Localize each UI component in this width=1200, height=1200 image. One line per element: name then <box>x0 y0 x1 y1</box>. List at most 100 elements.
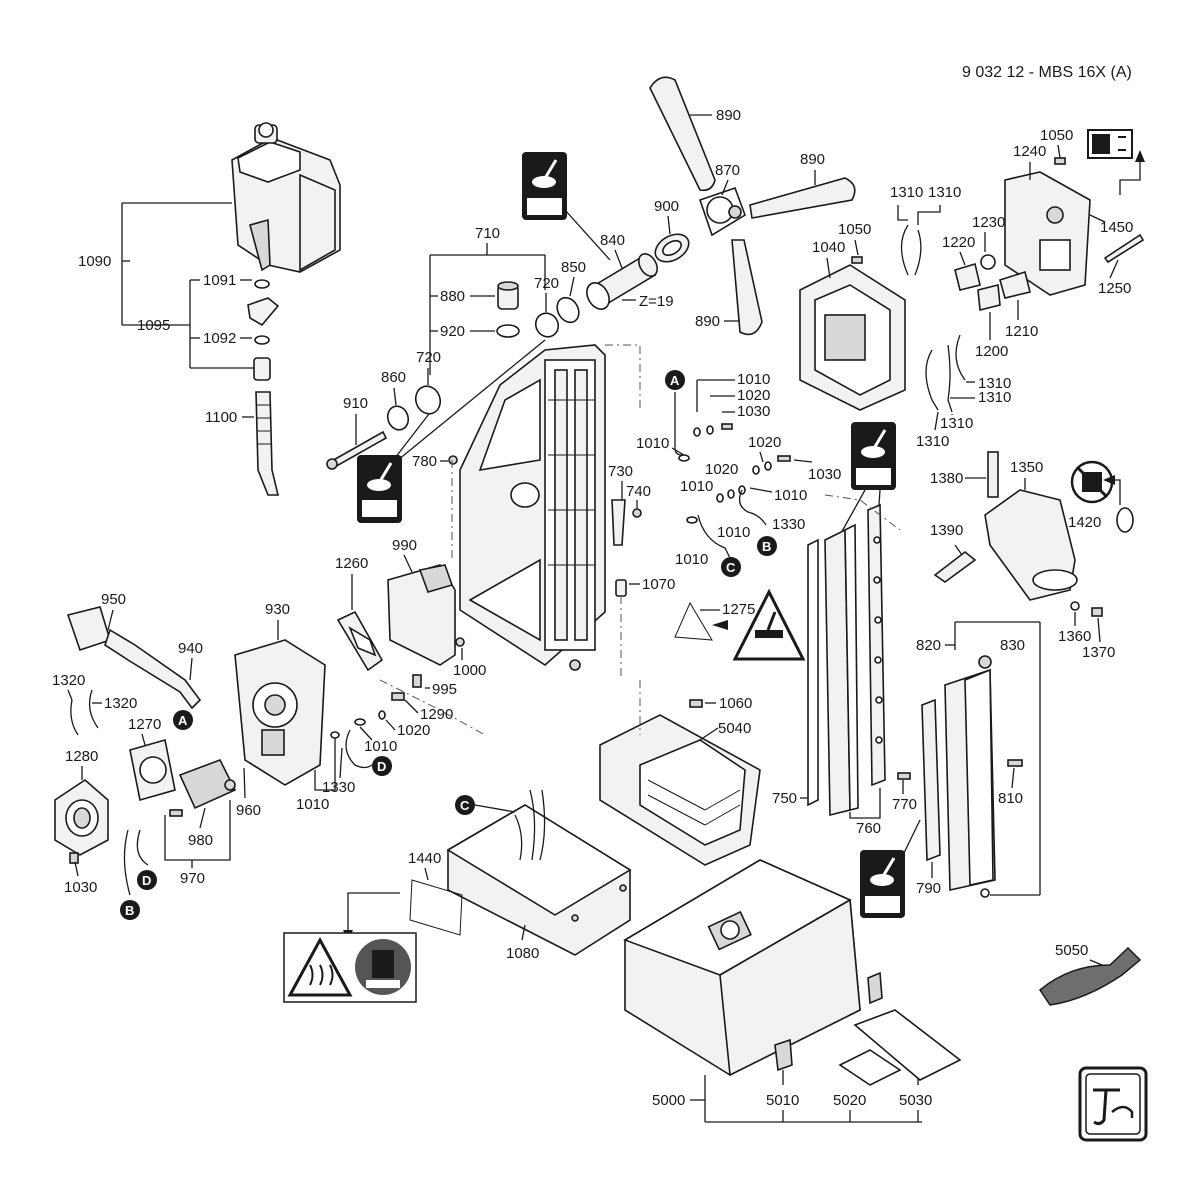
callout-990: 990 <box>392 537 417 554</box>
fein-logo-icon <box>1078 1066 1148 1142</box>
callout-1100: 1100 <box>205 409 237 426</box>
grease-icon <box>860 850 905 918</box>
callout-1095: 1095 <box>137 317 170 334</box>
callout-1210: 1210 <box>1005 323 1038 340</box>
bracket-1260 <box>336 610 384 672</box>
callout-1010-c: 1010 <box>680 478 713 495</box>
gear-900 <box>654 233 690 263</box>
callout-1310-b: 1310 <box>928 184 961 201</box>
switch-plate <box>1004 171 1091 296</box>
grease-icon <box>522 152 567 220</box>
callout-870: 870 <box>715 162 740 179</box>
callout-5020: 5020 <box>833 1092 866 1109</box>
callout-1092: 1092 <box>203 330 236 347</box>
callout-1380: 1380 <box>930 470 963 487</box>
handle-right <box>749 177 856 219</box>
marker-a-label: A <box>178 713 188 728</box>
carriage-830 <box>944 655 996 891</box>
callout-830: 830 <box>1000 637 1025 654</box>
callout-1310-e: 1310 <box>940 415 973 432</box>
marker-b <box>757 536 777 556</box>
coolant-tank <box>231 122 341 273</box>
rail-760-right <box>867 503 886 787</box>
callout-810: 810 <box>998 790 1023 807</box>
callout-1010-d: 1010 <box>774 487 807 504</box>
callout-1030-a: 1030 <box>737 403 770 420</box>
callout-1310-a: 1310 <box>890 184 923 201</box>
marker-b-label: B <box>125 903 134 918</box>
strap-5050 <box>1039 946 1142 1006</box>
marker-c-label: C <box>726 560 736 575</box>
circuit-board-990 <box>387 564 456 666</box>
callout-1240: 1240 <box>1013 143 1046 160</box>
callout-1080: 1080 <box>506 945 539 962</box>
switch-symbol-icon <box>1087 129 1133 159</box>
callout-1020-c: 1020 <box>748 434 781 451</box>
callout-930: 930 <box>265 601 290 618</box>
callout-1090: 1090 <box>78 253 111 270</box>
callout-5030: 5030 <box>899 1092 932 1109</box>
callout-1440: 1440 <box>408 850 441 867</box>
power-cable <box>66 606 202 710</box>
grease-icon <box>851 422 896 490</box>
rail-750 <box>807 538 819 807</box>
callout-1010-g: 1010 <box>296 796 329 813</box>
gasket-1270 <box>129 738 176 802</box>
callout-1290: 1290 <box>420 706 453 723</box>
handle-top <box>649 76 716 192</box>
callout-840: 840 <box>600 232 625 249</box>
callout-1350: 1350 <box>1010 459 1043 476</box>
callout-1070: 1070 <box>642 576 675 593</box>
callout-730: 730 <box>608 463 633 480</box>
coolant-hose <box>255 391 280 496</box>
callout-1040: 1040 <box>812 239 845 256</box>
callout-1200: 1200 <box>975 343 1008 360</box>
callout-1000: 1000 <box>453 662 486 679</box>
marker-d-label: D <box>142 873 151 888</box>
marker-d <box>137 870 157 890</box>
callout-1420: 1420 <box>1068 514 1101 531</box>
callout-720-lower: 720 <box>416 349 441 366</box>
callout-850: 850 <box>561 259 586 276</box>
marker-b-label: B <box>762 539 771 554</box>
callout-750: 750 <box>772 790 797 807</box>
callout-1091: 1091 <box>203 272 236 289</box>
callout-1360: 1360 <box>1058 628 1091 645</box>
callout-720-upper: 720 <box>534 275 559 292</box>
diagram-title: 9 032 12 - MBS 16X (A) <box>962 64 1132 81</box>
column-frame <box>459 344 606 671</box>
rack-790 <box>921 698 941 862</box>
clamp-1350 <box>984 489 1078 601</box>
marker-b <box>120 900 140 920</box>
callout-860: 860 <box>381 369 406 386</box>
callout-1280: 1280 <box>65 748 98 765</box>
callout-760: 760 <box>856 820 881 837</box>
callout-1330-b: 1330 <box>322 779 355 796</box>
marker-d-label: D <box>377 759 386 774</box>
callout-890-top: 890 <box>716 107 741 124</box>
socket-1280 <box>54 778 109 856</box>
callout-880: 880 <box>440 288 465 305</box>
callout-1010-b: 1010 <box>636 435 669 452</box>
carrying-case-5000 <box>623 859 861 1077</box>
shaft-840 <box>586 253 658 310</box>
warning-triangle-icon <box>732 588 806 661</box>
magnet-base-1080 <box>446 804 632 956</box>
marker-c <box>455 795 475 815</box>
marker-a <box>173 710 193 730</box>
marker-d <box>372 756 392 776</box>
callout-1010-e: 1010 <box>717 524 750 541</box>
callout-995: 995 <box>432 681 457 698</box>
rail-760-left <box>824 523 859 817</box>
no-disposal-icon <box>1070 460 1114 504</box>
callout-1260: 1260 <box>335 555 368 572</box>
hub-870 <box>698 186 746 237</box>
callout-780: 780 <box>412 453 437 470</box>
callout-1020-a: 1020 <box>737 387 770 404</box>
callout-1030-b: 1030 <box>808 466 841 483</box>
callout-1010-f: 1010 <box>675 551 708 568</box>
callout-1230: 1230 <box>972 214 1005 231</box>
callout-940: 940 <box>178 640 203 657</box>
callout-1020-d: 1020 <box>397 722 430 739</box>
callout-1310-f: 1310 <box>916 433 949 450</box>
